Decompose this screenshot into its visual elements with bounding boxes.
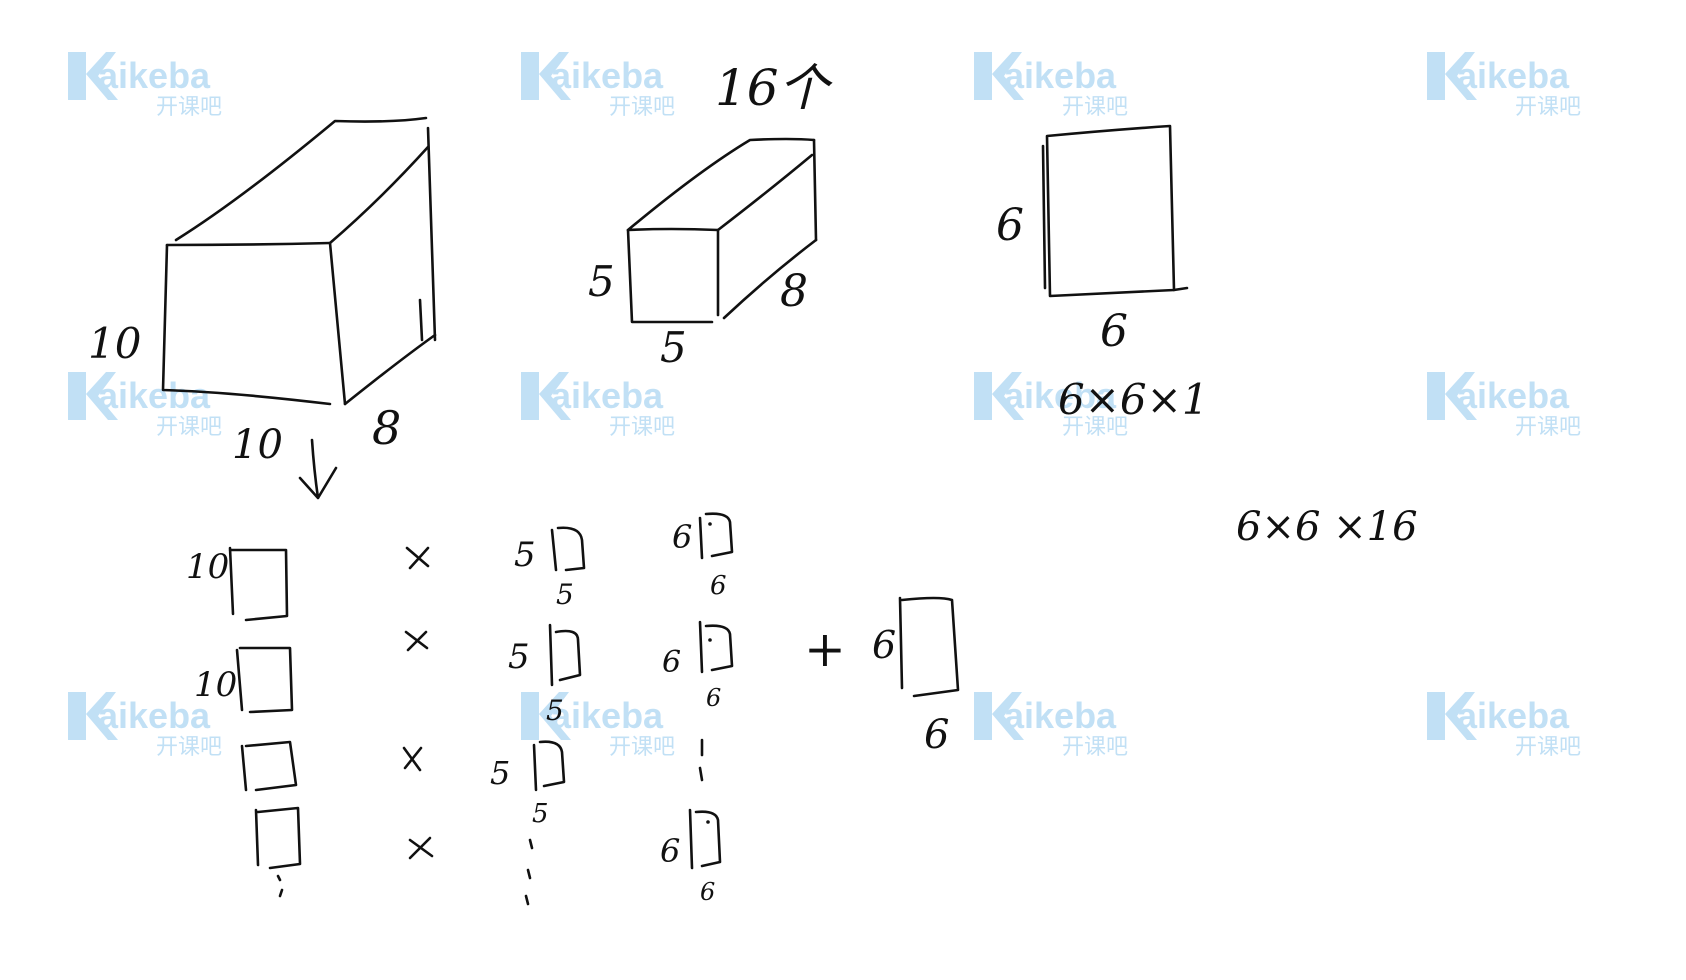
watermark-sub: 开课吧 <box>1515 95 1581 120</box>
sum-height-label: 6 <box>872 623 896 667</box>
f5-label-2: 5 <box>508 637 530 677</box>
row1-left-label: 10 <box>186 547 229 587</box>
filter-cuboid <box>626 137 818 324</box>
watermark-sub: 开课吧 <box>1062 415 1128 440</box>
watermark-brand: aikeba <box>1004 695 1117 736</box>
f6-label-2: 6 <box>662 645 681 680</box>
k-logo-icon <box>1427 372 1477 420</box>
sum-output <box>898 596 960 698</box>
watermark-sub: 开课吧 <box>1062 735 1128 760</box>
k-logo-icon <box>68 372 118 420</box>
k-logo-icon <box>521 372 571 420</box>
filter-width-label: 5 <box>660 323 687 372</box>
plus-sign: + <box>804 620 846 678</box>
input-depth-label: 8 <box>372 401 401 455</box>
k-logo-icon <box>974 372 1024 420</box>
output-width-label: 6 <box>1100 306 1128 357</box>
k-logo-icon <box>68 692 118 740</box>
output-square <box>1041 124 1189 298</box>
watermark-sub: 开课吧 <box>609 95 675 120</box>
times-column <box>402 546 434 860</box>
filters-count-label: 16个 <box>715 59 834 117</box>
watermark-brand: aikeba <box>1457 55 1570 96</box>
watermark-brand: aikeba <box>551 695 664 736</box>
f5-label-1b: 5 <box>556 578 574 611</box>
k-logo-icon <box>521 692 571 740</box>
f5-label-3: 5 <box>490 754 510 792</box>
filter-height-label: 5 <box>588 257 615 306</box>
f6-label-3: 6 <box>660 832 680 870</box>
f6-label-1: 6 <box>672 518 692 556</box>
watermark-brand: aikeba <box>98 55 211 96</box>
f5-label-1: 5 <box>514 535 536 575</box>
watermark-brand: aikeba <box>98 375 211 416</box>
input-height-label: 10 <box>88 319 141 368</box>
down-arrow <box>298 438 338 500</box>
watermark-brand: aikeba <box>551 55 664 96</box>
output-dims-label: 6×6×1 <box>1058 375 1209 424</box>
watermark-brand: aikeba <box>1457 375 1570 416</box>
k-logo-icon <box>974 52 1024 100</box>
k-logo-icon <box>1427 52 1477 100</box>
f5-label-2b: 5 <box>546 694 564 727</box>
watermark-sub: 开课吧 <box>156 95 222 120</box>
watermark-sub: 开课吧 <box>1062 95 1128 120</box>
watermark-sub: 开课吧 <box>609 415 675 440</box>
watermark-sub: 开课吧 <box>156 735 222 760</box>
filter-depth-label: 8 <box>780 266 808 317</box>
f6-label-1b: 6 <box>710 571 727 601</box>
row2-left-label: 10 <box>194 665 237 705</box>
slices-column <box>228 546 302 898</box>
watermark-brand: aikeba <box>551 375 664 416</box>
watermark-sub: 开课吧 <box>156 415 222 440</box>
total-output-label: 6×6 ×16 <box>1236 504 1418 550</box>
watermark-brand: aikeba <box>98 695 211 736</box>
output-slices-column <box>688 512 734 870</box>
watermark-brand: aikeba <box>1004 375 1117 416</box>
k-logo-icon <box>974 692 1024 740</box>
watermark-sub: 开课吧 <box>609 735 675 760</box>
output-height-label: 6 <box>996 200 1024 251</box>
k-logo-icon <box>1427 692 1477 740</box>
watermark-brand: aikeba <box>1457 695 1570 736</box>
f6-label-3b: 6 <box>700 878 715 906</box>
sum-width-label: 6 <box>924 712 949 758</box>
watermark-sub: 开课吧 <box>1515 415 1581 440</box>
k-logo-icon <box>68 52 118 100</box>
k-logo-icon <box>521 52 571 100</box>
watermark-sub: 开课吧 <box>1515 735 1581 760</box>
input-width-label: 10 <box>232 422 283 468</box>
f5-label-3b: 5 <box>532 799 549 829</box>
f6-label-2b: 6 <box>706 684 721 712</box>
watermark-brand: aikeba <box>1004 55 1117 96</box>
filter-slices-column <box>524 526 586 906</box>
input-volume-cube <box>161 116 437 406</box>
